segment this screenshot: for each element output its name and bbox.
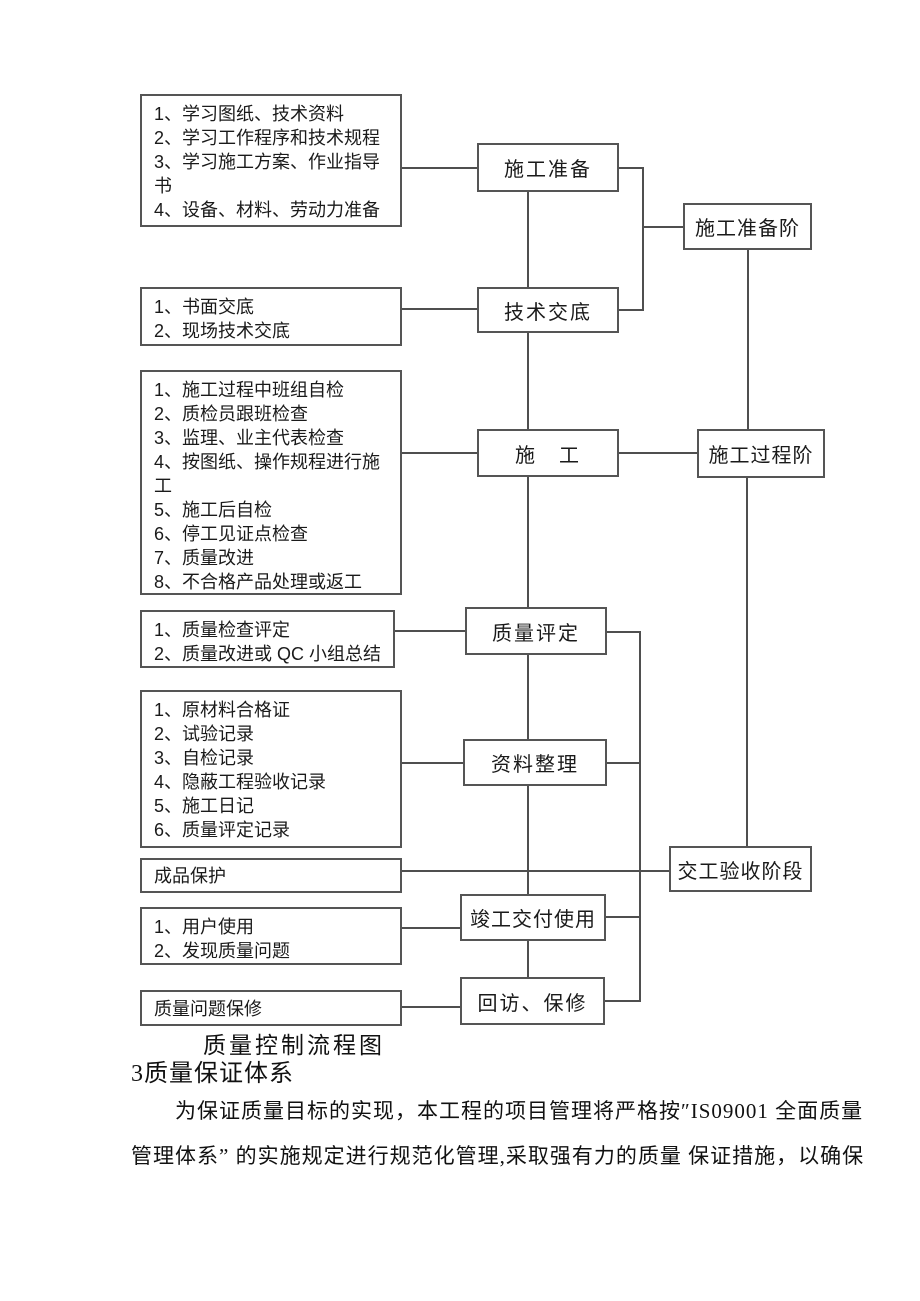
list-item: 3、自检记录	[154, 748, 255, 768]
connector-line	[402, 308, 477, 310]
connector-line	[644, 226, 683, 228]
connector-line	[527, 655, 529, 739]
list-item: 6、停工见证点检查	[154, 524, 309, 544]
connector-line	[747, 250, 749, 429]
connector-line	[527, 333, 529, 429]
list-item: 3、监理、业主代表检查	[154, 428, 345, 448]
stage-label: 施工准备阶	[695, 218, 800, 240]
list-item: 7、质量改进	[154, 548, 255, 568]
list-item: 成品保护	[154, 866, 226, 886]
connector-line	[402, 870, 669, 872]
figure-caption: 质量控制流程图	[203, 1033, 385, 1058]
list-item: 4、隐蔽工程验收记录	[154, 772, 327, 792]
connector-line	[402, 927, 460, 929]
connector-line	[527, 477, 529, 607]
connector-line	[527, 192, 529, 287]
connector-line	[527, 786, 529, 894]
list-item: 2、质检员跟班检查	[154, 404, 309, 424]
stage-preparation: 施工准备阶	[683, 203, 812, 250]
stage-handover-acceptance: 交工验收阶段	[669, 846, 812, 892]
node-data-organization: 资料整理	[463, 739, 607, 786]
node-label: 资料整理	[491, 754, 579, 776]
list-item: 1、原材料合格证	[154, 700, 291, 720]
node-construction: 施 工	[477, 429, 619, 477]
list-item: 2、质量改进或 QC 小组总结	[154, 644, 382, 664]
list-item: 1、学习图纸、技术资料	[154, 104, 345, 124]
connector-line	[746, 478, 748, 846]
list-item: 2、试验记录	[154, 724, 255, 744]
connector-line	[527, 941, 529, 977]
node-label: 施工准备	[504, 159, 592, 181]
list-item: 4、按图纸、操作规程进行施工	[154, 452, 381, 496]
connector-line	[605, 1000, 641, 1002]
node-label: 回访、保修	[477, 992, 588, 1015]
box-disclosure-items: 1、书面交底 2、现场技术交底	[140, 287, 402, 346]
connector-line	[642, 167, 644, 311]
list-item: 6、质量评定记录	[154, 820, 291, 840]
connector-line	[607, 762, 641, 764]
body-paragraph-line: 为保证质量目标的实现，本工程的项目管理将严格按″IS09001 全面质量	[175, 1099, 864, 1123]
list-item: 1、质量检查评定	[154, 620, 291, 640]
connector-line	[619, 309, 644, 311]
box-preparation-tasks: 1、学习图纸、技术资料 2、学习工作程序和技术规程 3、学习施工方案、作业指导书…	[140, 94, 402, 227]
connector-line	[607, 631, 641, 633]
stage-label: 交工验收阶段	[677, 860, 804, 883]
node-quality-assessment: 质量评定	[465, 607, 607, 655]
connector-line	[619, 167, 644, 169]
box-construction-checks: 1、施工过程中班组自检 2、质检员跟班检查 3、监理、业主代表检查 4、按图纸、…	[140, 370, 402, 595]
list-item: 8、不合格产品处理或返工	[154, 572, 363, 592]
connector-line	[402, 762, 463, 764]
node-label: 质量评定	[492, 622, 580, 645]
box-records-list: 1、原材料合格证 2、试验记录 3、自检记录 4、隐蔽工程验收记录 5、施工日记…	[140, 690, 402, 848]
box-product-protection: 成品保护	[140, 858, 402, 893]
box-quality-evaluation-items: 1、质量检查评定 2、质量改进或 QC 小组总结	[140, 610, 395, 668]
node-technical-disclosure: 技术交底	[477, 287, 619, 333]
connector-line	[619, 452, 697, 454]
list-item: 5、施工日记	[154, 796, 255, 816]
connector-line	[639, 631, 641, 1002]
list-item: 5、施工后自检	[154, 500, 273, 520]
section-heading: 3质量保证体系	[131, 1061, 294, 1087]
node-construction-preparation: 施工准备	[477, 143, 619, 192]
node-label: 竣工交付使用	[470, 909, 596, 931]
list-item: 1、施工过程中班组自检	[154, 380, 345, 400]
node-label: 技术交底	[504, 301, 592, 324]
list-item: 1、用户使用	[154, 917, 255, 937]
list-item: 1、书面交底	[154, 297, 255, 317]
box-warranty: 质量问题保修	[140, 990, 402, 1026]
list-item: 质量问题保修	[154, 999, 262, 1019]
list-item: 2、现场技术交底	[154, 321, 291, 341]
connector-line	[402, 452, 477, 454]
connector-line	[402, 1006, 460, 1008]
list-item: 3、学习施工方案、作业指导书	[154, 152, 381, 196]
body-paragraph-line: 管理体系” 的实施规定进行规范化管理,采取强有力的质量 保证措施，以确保	[131, 1144, 865, 1168]
connector-line	[606, 916, 641, 918]
list-item: 4、设备、材料、劳动力准备	[154, 200, 381, 220]
list-item: 2、发现质量问题	[154, 941, 291, 961]
stage-construction-process: 施工过程阶	[697, 429, 825, 478]
stage-label: 施工过程阶	[708, 445, 814, 467]
box-user-usage: 1、用户使用 2、发现质量问题	[140, 907, 402, 965]
connector-line	[402, 167, 477, 169]
connector-line	[395, 630, 465, 632]
list-item: 2、学习工作程序和技术规程	[154, 128, 381, 148]
node-return-visit-warranty: 回访、保修	[460, 977, 605, 1025]
node-completion-handover: 竣工交付使用	[460, 894, 606, 941]
node-label: 施 工	[515, 444, 581, 467]
